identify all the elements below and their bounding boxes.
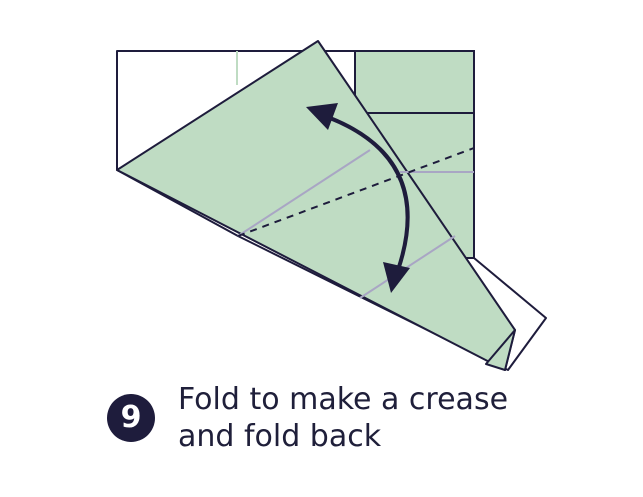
dashed-fold-line bbox=[237, 147, 475, 237]
arrow-head-top bbox=[306, 103, 338, 130]
tip-flap bbox=[485, 329, 516, 371]
instruction-line-1: Fold to make a crease bbox=[178, 382, 509, 417]
crease-line-lower bbox=[359, 235, 456, 299]
step-number: 9 bbox=[120, 400, 142, 435]
crease-line-upper bbox=[237, 149, 371, 237]
instruction-text: Fold to make a crease and fold back bbox=[178, 381, 618, 455]
instruction-line-2: and fold back bbox=[178, 419, 382, 454]
paper-top-panel bbox=[354, 50, 475, 114]
curved-double-arrow-icon bbox=[306, 103, 410, 293]
step-number-badge: 9 bbox=[107, 394, 155, 442]
arrow-head-bottom bbox=[383, 262, 410, 293]
